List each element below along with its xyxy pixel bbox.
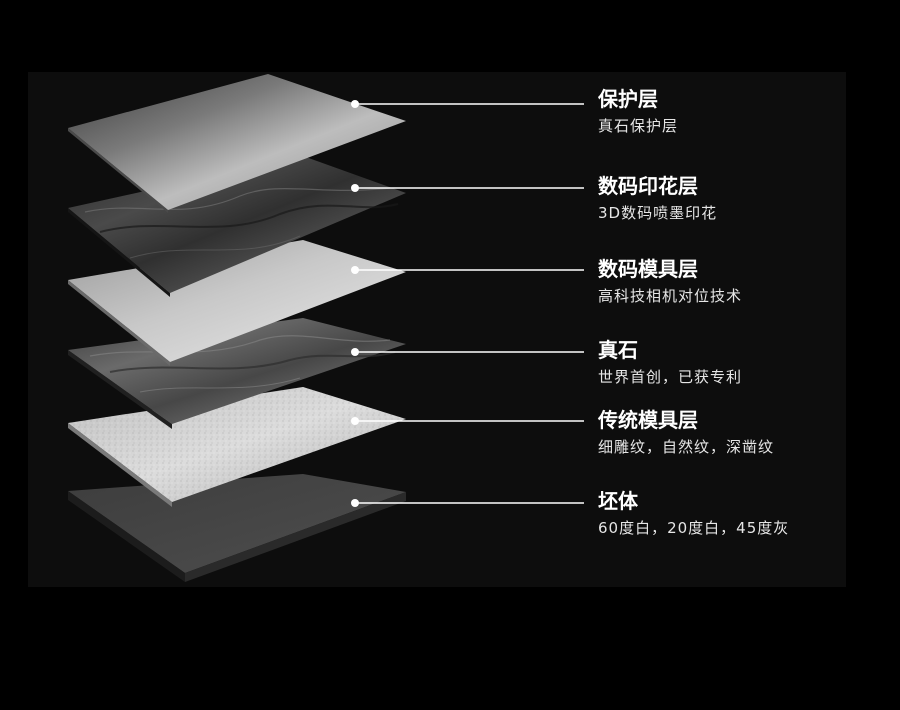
layer-desc: 真石保护层: [598, 117, 679, 135]
layer-desc: 60度白，20度白，45度灰: [598, 519, 790, 537]
layer-label-body: 坯体 60度白，20度白，45度灰: [598, 488, 888, 538]
layer-sheet-protective: [68, 74, 406, 213]
layer-desc: 细雕纹，自然纹，深凿纹: [598, 438, 775, 456]
layer-name: 坯体: [598, 489, 638, 513]
layer-label-real-stone: 真石 世界首创，已获专利: [598, 337, 888, 387]
layer-label-traditional-mold: 传统模具层 细雕纹，自然纹，深凿纹: [598, 407, 888, 457]
leader-line-6: [351, 499, 584, 507]
leader-line-5: [351, 417, 584, 425]
layer-name: 保护层: [598, 87, 658, 111]
layer-label-digital-print: 数码印花层 3D数码喷墨印花: [598, 173, 888, 223]
leader-line-2: [351, 184, 584, 192]
layer-desc: 世界首创，已获专利: [598, 368, 743, 386]
layer-sheet-body: [68, 474, 406, 582]
leader-line-3: [351, 266, 584, 274]
layer-name: 真石: [598, 338, 638, 362]
layer-sheet-traditional-mold: [68, 387, 406, 507]
layer-name: 数码印花层: [598, 174, 698, 198]
layer-desc: 高科技相机对位技术: [598, 287, 743, 305]
layer-label-protective: 保护层 真石保护层: [598, 86, 888, 136]
layer-label-digital-mold: 数码模具层 高科技相机对位技术: [598, 256, 888, 306]
layer-name: 传统模具层: [598, 408, 698, 432]
leader-line-1: [351, 100, 584, 108]
layer-name: 数码模具层: [598, 257, 698, 281]
leader-line-4: [351, 348, 584, 356]
layer-desc: 3D数码喷墨印花: [598, 204, 718, 222]
